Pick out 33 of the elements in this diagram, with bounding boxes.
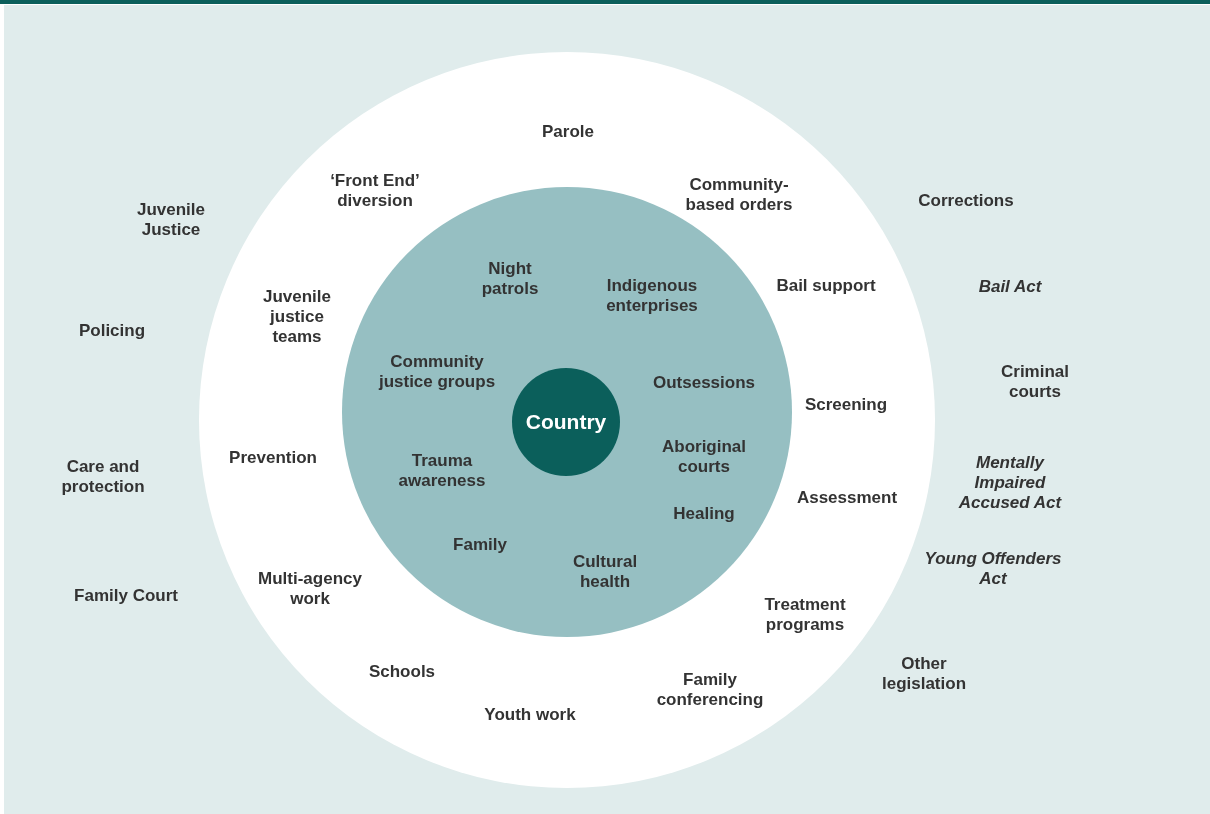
category-label: Juvenile Justice	[135, 200, 206, 240]
category-label: ‘Front End’ diversion	[329, 171, 421, 211]
category-label: Other legislation	[880, 654, 968, 694]
category-label: Outsessions	[651, 373, 756, 393]
category-label: Mentally Impaired Accused Act	[957, 453, 1063, 513]
category-label: Indigenous enterprises	[605, 276, 699, 316]
category-label: Young Offenders Act	[923, 549, 1063, 589]
category-label: Parole	[541, 122, 595, 142]
category-label: Assessment	[795, 488, 899, 508]
category-label: Corrections	[917, 191, 1015, 211]
category-label: Treatment programs	[763, 595, 847, 635]
category-label: Aboriginal courts	[660, 437, 748, 477]
category-label: Family conferencing	[655, 670, 765, 710]
category-label: Schools	[367, 662, 437, 682]
category-label: Cultural health	[571, 552, 639, 592]
category-label: Juvenile justice teams	[261, 287, 332, 347]
category-label: Criminal courts	[1000, 362, 1070, 402]
category-label: Community justice groups	[377, 352, 497, 392]
center-label: Country	[525, 410, 607, 434]
category-label: Youth work	[483, 705, 577, 725]
category-label: Screening	[803, 395, 889, 415]
category-label: Healing	[672, 504, 736, 524]
category-label: Care and protection	[60, 457, 146, 497]
category-label: Night patrols	[480, 259, 540, 299]
category-label: Trauma awareness	[397, 451, 487, 491]
category-label: Family Court	[73, 586, 179, 606]
category-label: Bail Act	[977, 277, 1043, 297]
category-label: Policing	[77, 321, 147, 341]
category-label: Community-based orders	[684, 175, 794, 215]
category-label: Multi-agency work	[257, 569, 363, 609]
category-label: Family	[452, 535, 508, 555]
category-label: Prevention	[228, 448, 318, 468]
category-label: Bail support	[775, 276, 877, 296]
